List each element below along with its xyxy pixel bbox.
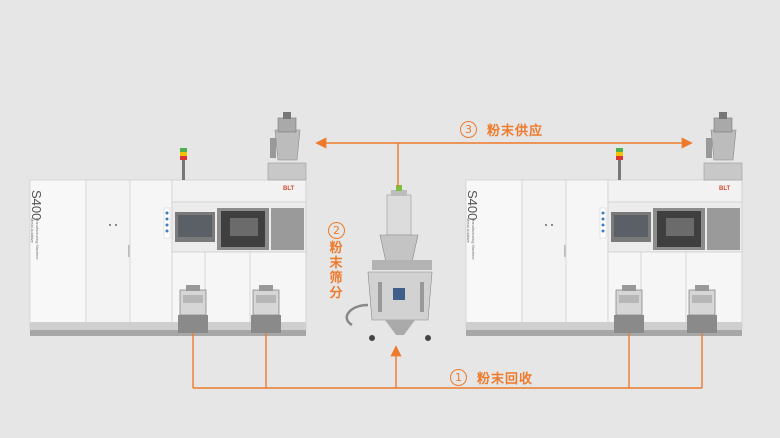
supply-step-number: 3 <box>460 121 477 138</box>
right-machine-subtitle-2: Manufacturing Machine <box>471 218 476 260</box>
supply-step-text: 粉末供应 <box>487 124 544 139</box>
left-powder-hopper <box>267 112 307 181</box>
recovery-step-text: 粉末回收 <box>477 372 534 387</box>
recovery-step-number: 1 <box>450 369 467 386</box>
sieving-step-text: 粉末筛分 <box>329 241 343 301</box>
sieving-station <box>345 185 433 341</box>
right-powder-bucket-1 <box>614 285 644 333</box>
right-powder-bucket-2 <box>687 285 717 333</box>
powder-flow-lines <box>192 137 703 389</box>
supply-step-label: 3 粉末供应 <box>460 120 543 139</box>
left-machine-subtitle-2: Manufacturing Machine <box>35 218 40 260</box>
left-am-machine <box>29 112 307 336</box>
right-machine-model: S400 <box>465 190 480 221</box>
right-brand-logo: BLT <box>719 186 731 192</box>
left-machine-model: S400 <box>29 190 44 221</box>
recovery-step-label: 1 粉末回收 <box>450 368 533 387</box>
left-brand-logo: BLT <box>283 186 295 192</box>
right-powder-hopper <box>703 112 743 181</box>
sieving-step-number: 2 <box>328 222 345 239</box>
right-am-machine <box>465 112 743 336</box>
left-powder-bucket-2 <box>251 285 281 333</box>
left-powder-bucket-1 <box>178 285 208 333</box>
sieving-step-label: 2 <box>328 220 345 239</box>
